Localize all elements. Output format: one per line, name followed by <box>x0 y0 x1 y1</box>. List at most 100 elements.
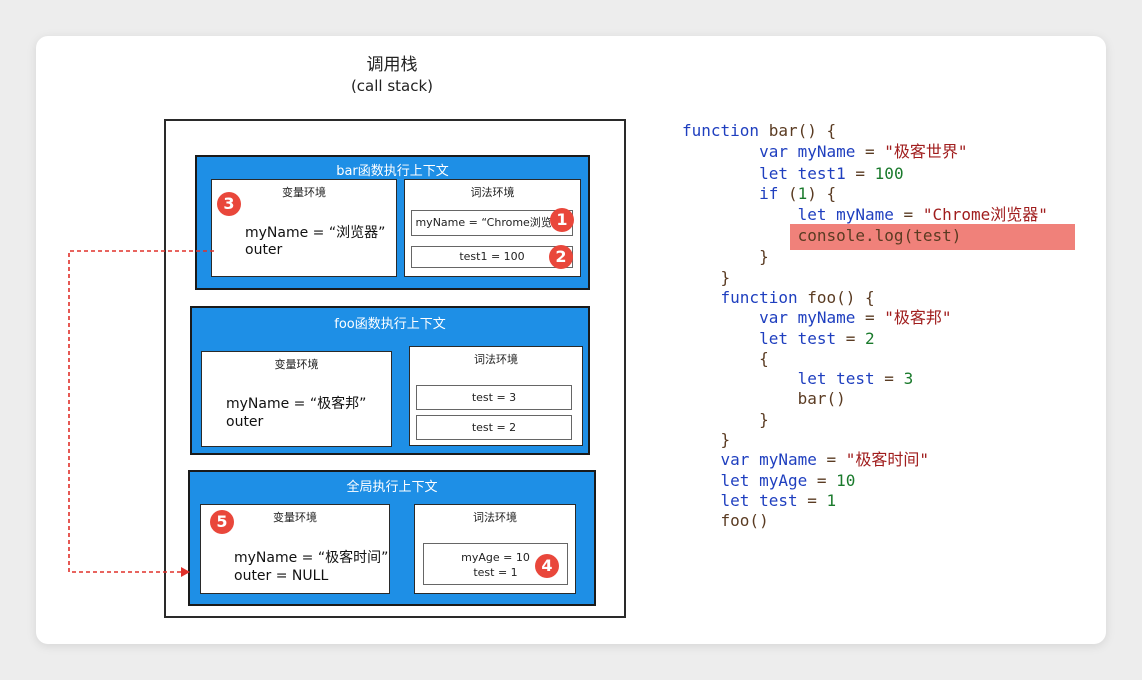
foo-lexical-environment: 词法环境 test = 3 test = 2 <box>409 346 583 446</box>
code-token: foo() <box>682 511 769 530</box>
code-token: 10 <box>836 471 856 490</box>
code-line: function bar() { <box>682 121 836 141</box>
code-token: console. <box>682 226 875 245</box>
diagram-subtitle: (call stack) <box>350 77 434 95</box>
code-token: 1 <box>826 491 837 510</box>
code-token: = <box>816 450 846 469</box>
code-line: bar() <box>682 389 846 409</box>
bar-var-line: outer <box>245 242 283 258</box>
global-execution-context: 全局执行上下文 变量环境 myName = “极客时间” outer = NUL… <box>188 470 596 606</box>
call-stack-frame: bar函数执行上下文 变量环境 myName = “浏览器” outer 词法环… <box>164 119 626 618</box>
code-token: "极客邦" <box>884 308 952 327</box>
code-line: foo() <box>682 511 769 531</box>
foo-lex-slot: test = 3 <box>416 385 572 410</box>
code-line: let test = 2 <box>682 329 875 349</box>
global-lex-myage: myAge = 10 <box>461 551 530 564</box>
foo-lex-env-label: 词法环境 <box>474 353 518 366</box>
code-line: } <box>682 247 769 267</box>
global-var-env-label: 变量环境 <box>273 511 317 524</box>
step-badge-3: 3 <box>217 192 241 216</box>
global-lex-test: test = 1 <box>473 566 518 579</box>
code-line: let test1 = 100 <box>682 164 904 184</box>
code-token: var <box>682 142 798 161</box>
code-token: = <box>807 471 837 490</box>
code-token: myName <box>797 308 856 327</box>
code-line: var myName = "极客时间" <box>682 450 930 470</box>
global-var-line: myName = “极客时间” <box>234 550 389 566</box>
code-token: = <box>893 205 923 224</box>
code-token: function <box>682 288 808 307</box>
code-token: let <box>682 164 798 183</box>
step-badge-4: 4 <box>535 554 559 578</box>
code-token: log <box>874 226 904 245</box>
code-token: } <box>682 410 769 429</box>
step-badge-2: 2 <box>549 245 573 269</box>
code-line: let myAge = 10 <box>682 471 856 491</box>
code-line: function foo() { <box>682 288 875 308</box>
code-line: let myName = "Chrome浏览器" <box>682 205 1048 225</box>
code-token: let <box>682 369 837 388</box>
bar-context-title: bar函数执行上下文 <box>336 164 449 179</box>
code-token: let <box>682 329 798 348</box>
code-token: "Chrome浏览器" <box>922 205 1048 224</box>
code-token: () { <box>836 288 875 307</box>
bar-variable-environment: 变量环境 myName = “浏览器” outer <box>211 179 397 277</box>
bar-execution-context: bar函数执行上下文 变量环境 myName = “浏览器” outer 词法环… <box>195 155 590 290</box>
bar-lex-env-label: 词法环境 <box>470 186 515 199</box>
foo-variable-environment: 变量环境 myName = “极客邦” outer <box>201 351 392 447</box>
code-line: var myName = "极客邦" <box>682 308 952 328</box>
code-token: var <box>682 450 760 469</box>
code-token: = <box>836 329 866 348</box>
code-token: = <box>797 491 827 510</box>
code-token: test1 <box>797 164 846 183</box>
foo-execution-context: foo函数执行上下文 变量环境 myName = “极客邦” outer 词法环… <box>190 306 590 455</box>
code-token: "极客时间" <box>845 450 930 469</box>
code-token: 1 <box>797 184 808 203</box>
bar-lex-slot: test1 = 100 <box>411 246 573 268</box>
step-badge-1: 1 <box>550 208 574 232</box>
code-line: let test = 1 <box>682 491 837 511</box>
code-line: } <box>682 430 731 450</box>
code-token: } <box>682 247 769 266</box>
code-token: function <box>682 121 769 140</box>
code-token: var <box>682 308 798 327</box>
bar-var-line: myName = “浏览器” <box>245 225 386 241</box>
global-lexical-environment: 词法环境 myAge = 10 test = 1 <box>414 504 576 594</box>
global-var-line: outer = NULL <box>234 568 329 584</box>
code-token: ( <box>787 184 798 203</box>
code-token: myName <box>797 142 856 161</box>
code-line: { <box>682 349 769 369</box>
code-line: } <box>682 268 731 288</box>
code-token: = <box>874 369 904 388</box>
global-variable-environment: 变量环境 myName = “极客时间” outer = NULL <box>200 504 390 594</box>
code-line: console.log(test) <box>682 226 962 246</box>
foo-var-line: myName = “极客邦” <box>226 396 367 412</box>
code-token: test <box>836 369 875 388</box>
code-token: let <box>682 471 760 490</box>
code-token: let <box>682 205 837 224</box>
foo-var-env-label: 变量环境 <box>274 358 319 371</box>
code-token: myName <box>759 450 817 469</box>
foo-lex-slot: test = 2 <box>416 415 572 440</box>
code-token: } <box>682 268 731 287</box>
diagram-title: 调用栈 <box>366 55 418 75</box>
foo-var-line: outer <box>226 414 264 430</box>
code-line: let test = 3 <box>682 369 914 389</box>
code-token: test <box>759 491 798 510</box>
code-token: 100 <box>874 164 904 183</box>
bar-lex-slot: myName = “Chrome浏览器” <box>411 210 573 236</box>
bar-lexical-environment: 词法环境 myName = “Chrome浏览器” test1 = 100 <box>404 179 581 277</box>
code-token: "极客世界" <box>884 142 968 161</box>
bar-var-env-label: 变量环境 <box>282 186 326 199</box>
code-token: { <box>682 349 769 368</box>
code-token: myAge <box>759 471 808 490</box>
code-token: } <box>682 430 731 449</box>
code-token: = <box>855 308 885 327</box>
foo-context-title: foo函数执行上下文 <box>334 317 446 332</box>
code-token: 3 <box>903 369 914 388</box>
step-badge-5: 5 <box>210 510 234 534</box>
code-line: if (1) { <box>682 184 836 204</box>
global-context-title: 全局执行上下文 <box>346 480 438 495</box>
code-line: var myName = "极客世界" <box>682 142 968 162</box>
code-token: foo <box>807 288 837 307</box>
